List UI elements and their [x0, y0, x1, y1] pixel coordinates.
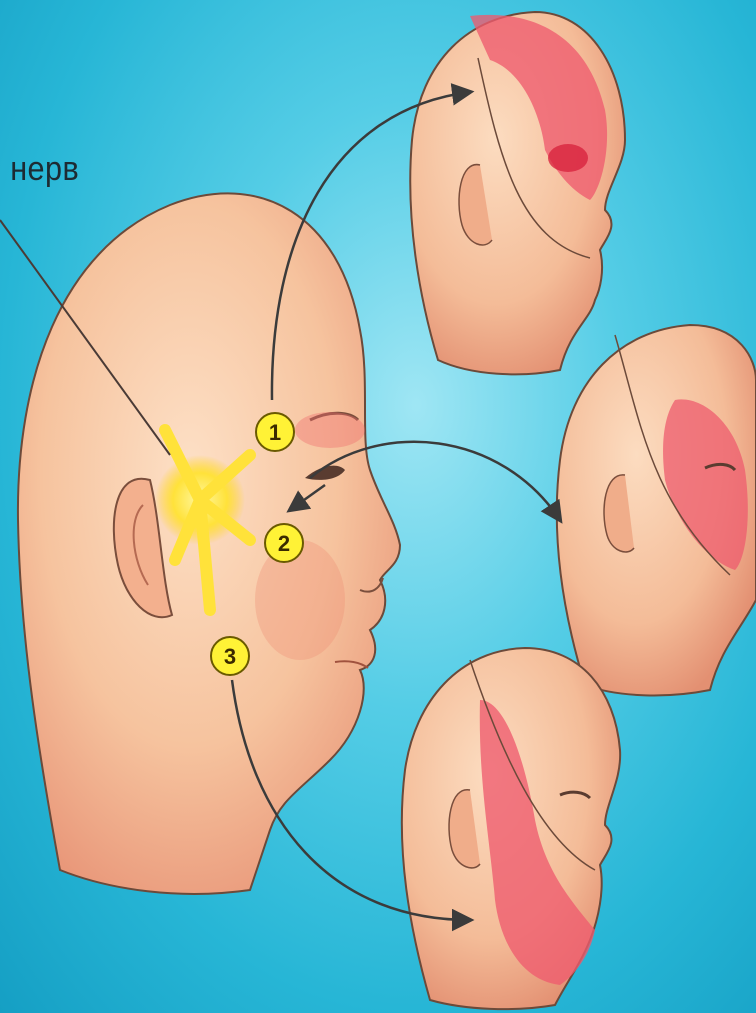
svg-text:3: 3: [224, 644, 236, 669]
head-top: [410, 12, 625, 374]
main-head: [0, 193, 400, 894]
head-middle: [557, 325, 756, 695]
svg-text:1: 1: [269, 420, 281, 445]
marker-3: 3: [211, 637, 249, 675]
marker-1: 1: [256, 413, 294, 451]
marker-2: 2: [265, 524, 303, 562]
svg-text:2: 2: [278, 531, 290, 556]
head-bottom: [402, 648, 620, 1009]
